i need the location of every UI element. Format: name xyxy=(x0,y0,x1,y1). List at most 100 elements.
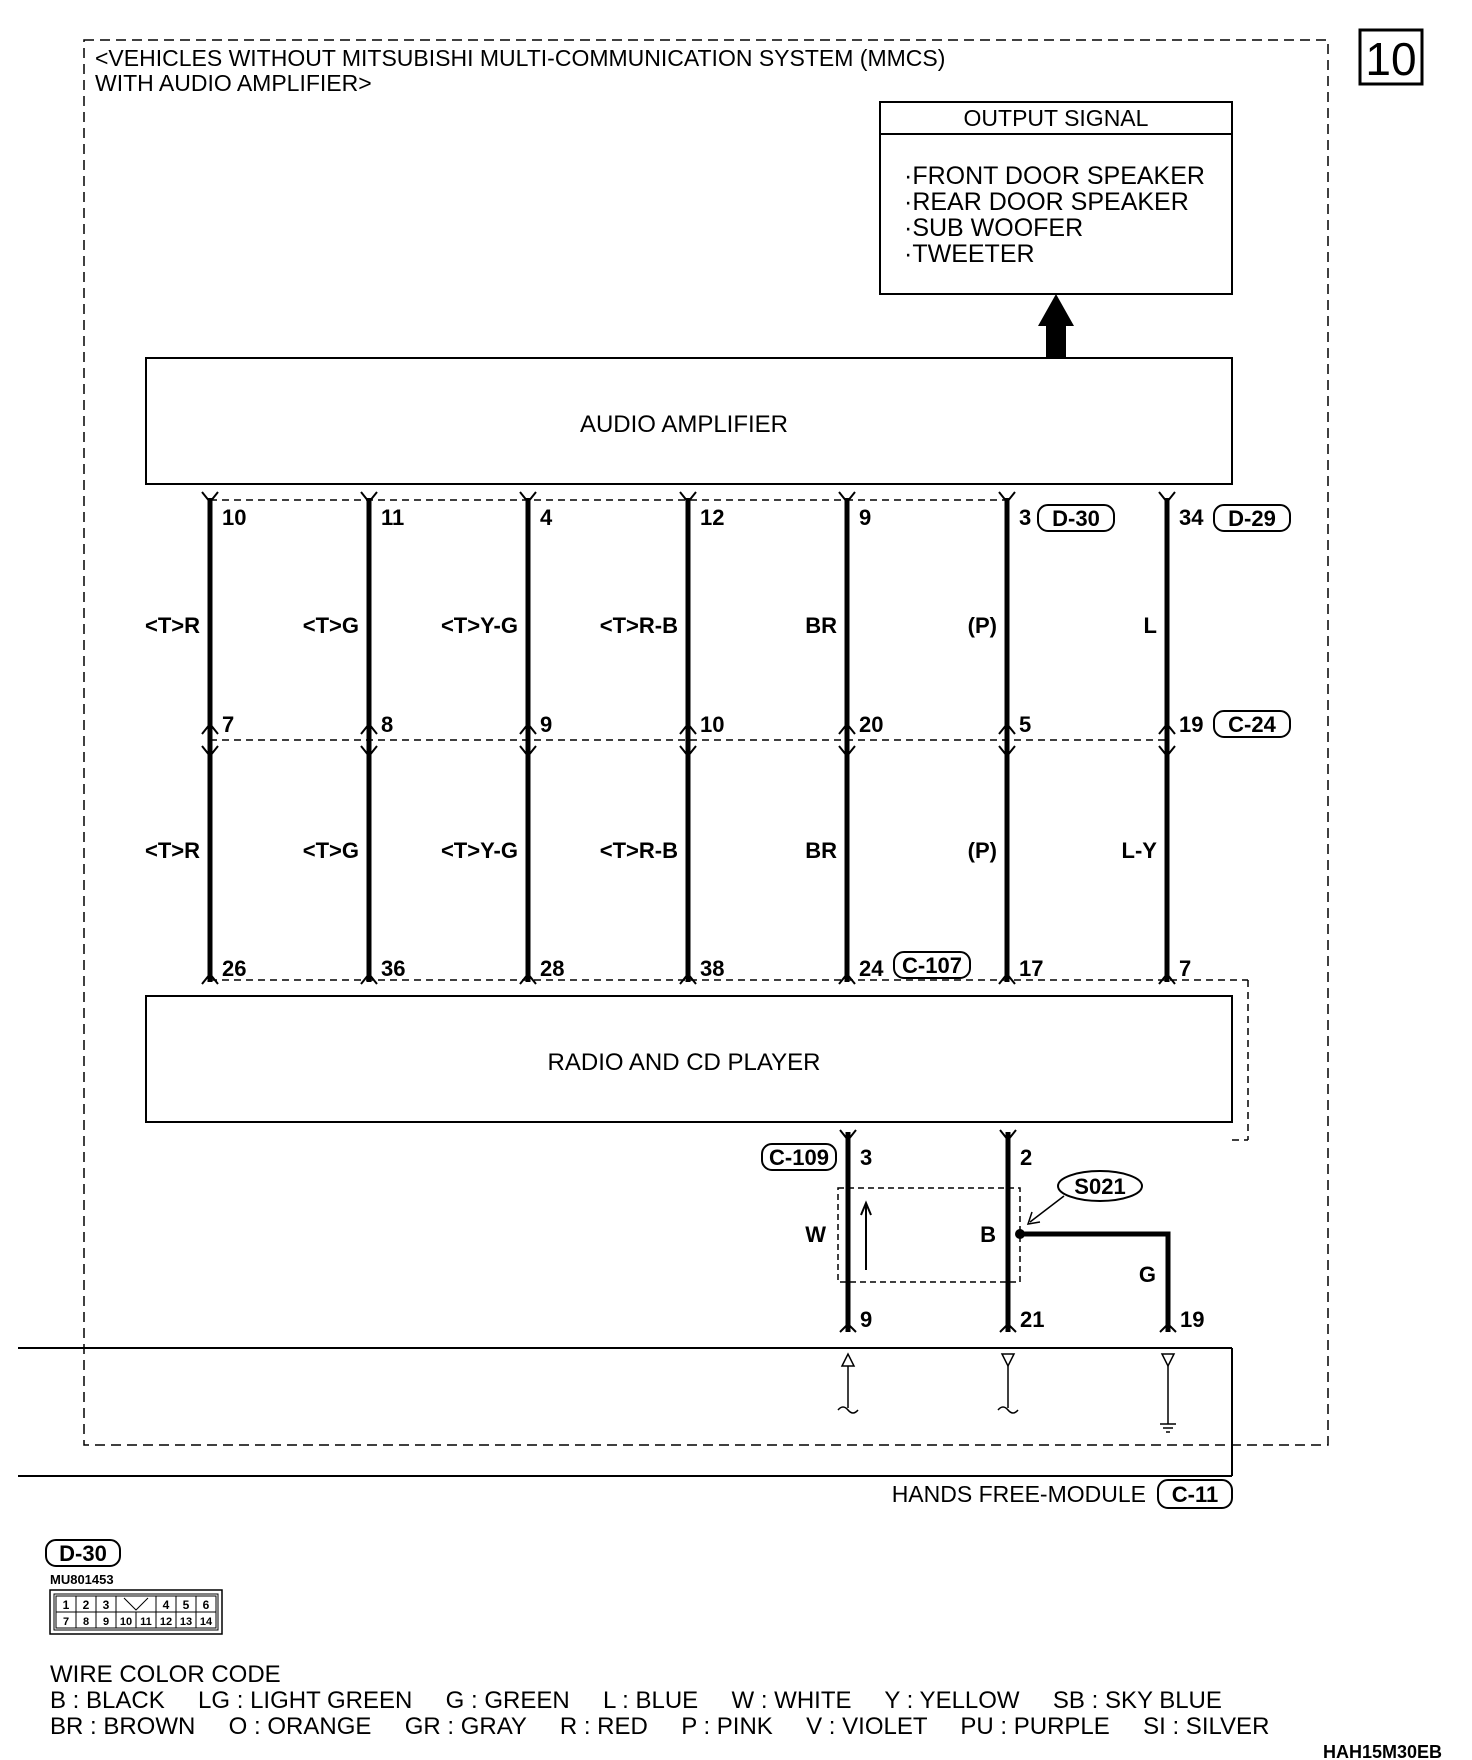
pin-label: 21 xyxy=(1020,1307,1044,1332)
wire-color-label: BR xyxy=(805,838,837,863)
pin-label: 9 xyxy=(540,712,552,737)
connector-pin-number: 7 xyxy=(63,1616,69,1628)
pin-label: 7 xyxy=(222,712,234,737)
wire-color-label: BR xyxy=(805,613,837,638)
terminal-symbol xyxy=(519,491,537,504)
terminal-symbol xyxy=(679,972,697,985)
pin-label: 19 xyxy=(1180,1307,1204,1332)
connector-c109-badge: C-109 xyxy=(761,1143,837,1171)
pin-label: 26 xyxy=(222,956,246,981)
connector-pin-number: 1 xyxy=(63,1598,70,1612)
connector-d30-badge: D-30 xyxy=(1037,504,1115,532)
terminal-symbol xyxy=(998,722,1016,735)
wire-color-label: G xyxy=(1139,1262,1156,1287)
wire-color-label: L xyxy=(1144,613,1157,638)
terminal-symbol xyxy=(360,491,378,504)
figure-id: HAH15M30EB xyxy=(1323,1742,1442,1760)
pin-label: 20 xyxy=(859,712,883,737)
connector-c107-badge: C-107 xyxy=(893,951,971,979)
pin-label: 3 xyxy=(1019,505,1031,530)
terminal-symbol xyxy=(201,722,219,735)
connector-pin-number: 10 xyxy=(120,1616,132,1628)
connector-pin-number: 2 xyxy=(83,1598,90,1612)
splice-badge: S021 xyxy=(1026,1170,1143,1225)
pin-label: 17 xyxy=(1019,956,1043,981)
terminal-symbol xyxy=(360,722,378,735)
terminal-symbol xyxy=(679,745,697,758)
terminal-symbol xyxy=(679,722,697,735)
wire-color-code-title: WIRE COLOR CODE xyxy=(50,1661,281,1688)
connector-pin-number: 3 xyxy=(103,1598,110,1612)
page-number-box xyxy=(1358,28,1424,86)
output-signal-item: ·REAR DOOR SPEAKER xyxy=(904,188,1189,216)
connector-pin-number: 8 xyxy=(83,1616,89,1628)
output-signal-title: OUTPUT SIGNAL xyxy=(964,105,1149,131)
bottom-wires: C-109 3 W 9 2 B 21 G 19 S021 xyxy=(761,1129,1204,1333)
pin-label: 19 xyxy=(1179,712,1203,737)
pin-label: 34 xyxy=(1179,505,1204,530)
terminal-symbol xyxy=(679,491,697,504)
terminal-symbol xyxy=(1158,745,1176,758)
connector-pin-number: 5 xyxy=(183,1598,190,1612)
svg-text:C-11: C-11 xyxy=(1172,1482,1218,1507)
connector-c11-badge: C-11 xyxy=(1157,1479,1233,1509)
wire-color-label: (P) xyxy=(968,838,997,863)
wire-color-label: <T>R xyxy=(145,838,200,863)
terminal-symbol xyxy=(519,972,537,985)
pin-label: 12 xyxy=(700,505,724,530)
terminal-symbol xyxy=(201,491,219,504)
wire-harness: 10<T>R7<T>R2611<T>G8<T>G364<T>Y-G9<T>Y-G… xyxy=(145,491,1204,985)
wire-color-label: <T>R-B xyxy=(600,613,678,638)
wire-color-label: B xyxy=(980,1222,996,1247)
header-line-1: <VEHICLES WITHOUT MITSUBISHI MULTI-COMMU… xyxy=(95,45,945,71)
terminal-symbol xyxy=(1158,972,1176,985)
system-boundary xyxy=(83,39,1329,1446)
connector-pin-number: 13 xyxy=(180,1616,192,1628)
terminal-symbol xyxy=(998,745,1016,758)
pin-label: 9 xyxy=(860,1307,872,1332)
connector-key-icon xyxy=(123,1597,149,1611)
ground-icon xyxy=(1160,1353,1176,1433)
svg-text:D-30: D-30 xyxy=(1052,506,1100,531)
pin-label: 10 xyxy=(222,505,246,530)
connector-pin-cell xyxy=(195,1611,217,1629)
terminal-symbol xyxy=(838,972,856,985)
terminal-symbol xyxy=(201,745,219,758)
wire-color-code-line: BR : BROWN O : ORANGE GR : GRAY R : RED … xyxy=(50,1713,1269,1740)
wire-color-label: <T>Y-G xyxy=(441,613,518,638)
pin-label: 36 xyxy=(381,956,405,981)
connector-pin-number: 14 xyxy=(200,1616,213,1628)
terminal-symbol xyxy=(519,745,537,758)
terminal-symbol xyxy=(1158,722,1176,735)
connector-pin-number: 11 xyxy=(140,1616,152,1628)
connector-pin-number: 6 xyxy=(203,1598,210,1612)
terminal-symbol xyxy=(838,745,856,758)
terminal-symbol xyxy=(1158,491,1176,504)
pin-label: 38 xyxy=(700,956,724,981)
terminal-symbol xyxy=(201,972,219,985)
audio-amplifier-box xyxy=(145,357,1233,485)
connector-part-number: MU801453 xyxy=(50,1572,114,1587)
wire-color-label: <T>R xyxy=(145,613,200,638)
terminal-symbol xyxy=(360,745,378,758)
pin-label: 7 xyxy=(1179,956,1191,981)
output-signal-item: ·TWEETER xyxy=(904,240,1035,268)
svg-text:C-24: C-24 xyxy=(1228,712,1276,737)
wire-color-label: <T>R-B xyxy=(600,838,678,863)
pin-label: 9 xyxy=(859,505,871,530)
svg-text:S021: S021 xyxy=(1074,1174,1125,1199)
output-signal-item: ·FRONT DOOR SPEAKER xyxy=(904,162,1205,190)
output-arrow-icon xyxy=(1038,294,1074,358)
signal-arrow-icon xyxy=(997,1353,1019,1414)
wire-color-label: W xyxy=(805,1222,826,1247)
connector-pin-number: 12 xyxy=(160,1616,172,1628)
connector-pin-number: 9 xyxy=(103,1616,109,1628)
pin-label: 5 xyxy=(1019,712,1031,737)
pin-label: 11 xyxy=(381,505,404,530)
header-line-2: WITH AUDIO AMPLIFIER> xyxy=(95,70,372,96)
svg-text:C-109: C-109 xyxy=(769,1145,829,1170)
wire-color-label: L-Y xyxy=(1122,838,1158,863)
hands-free-module: HANDS FREE-MODULE C-11 xyxy=(18,1347,1233,1509)
